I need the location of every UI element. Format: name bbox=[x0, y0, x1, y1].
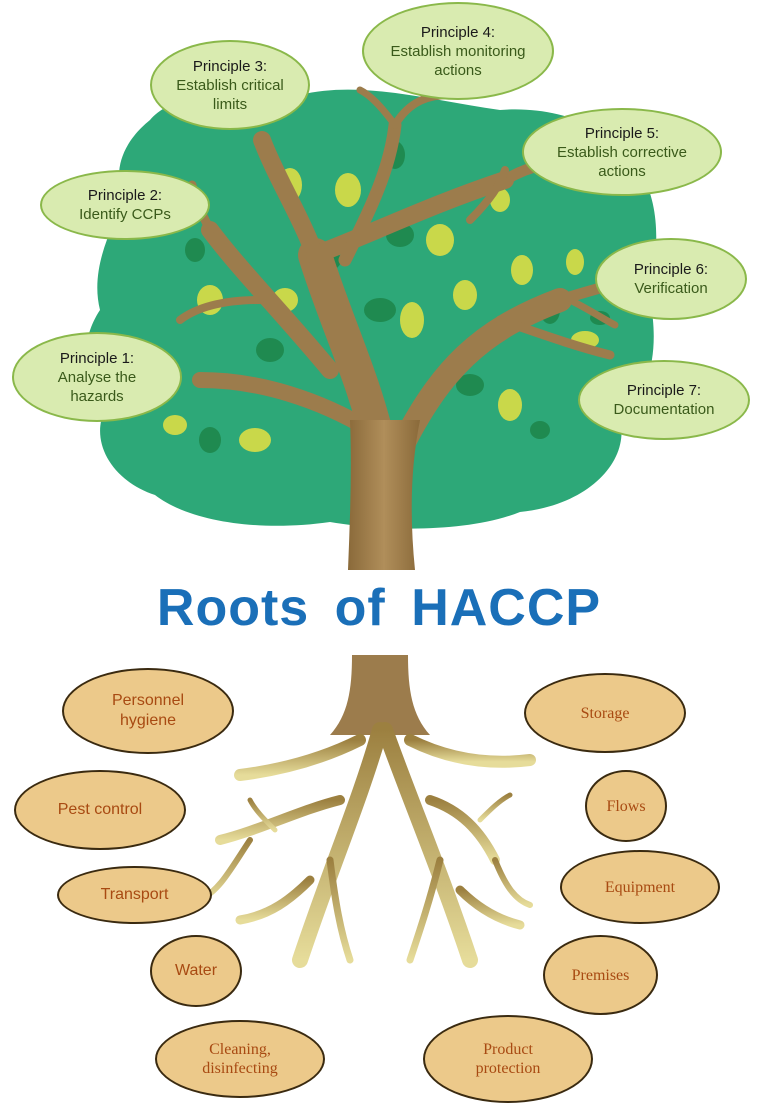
root-transport-label: Transport bbox=[100, 886, 169, 903]
principle-1-oval: Principle 1: Analyse the hazards bbox=[12, 332, 182, 422]
page-title: Roots of HACCP bbox=[156, 579, 602, 637]
root-personnel-hygiene-label: Personnel hygiene bbox=[111, 692, 185, 729]
root-product-protection-label: Product protection bbox=[475, 1041, 541, 1077]
principle-4-heading: Principle 4: bbox=[420, 23, 496, 41]
principle-7-heading: Principle 7: bbox=[626, 382, 702, 399]
trunk bbox=[348, 420, 420, 570]
principle-2-oval: Principle 2: Identify CCPs bbox=[40, 170, 210, 240]
root-transport: Transport bbox=[57, 866, 212, 924]
roots bbox=[197, 722, 536, 968]
root-cleaning-disinfecting-label: Cleaning, disinfecting bbox=[202, 1041, 278, 1077]
principle-7-oval: Principle 7: Documentation bbox=[578, 360, 750, 440]
root-premises-label: Premises bbox=[571, 966, 630, 984]
root-product-protection: Product protection bbox=[423, 1015, 593, 1103]
trunk-lower bbox=[330, 655, 430, 735]
root-personnel-hygiene: Personnel hygiene bbox=[62, 668, 234, 754]
principle-2-text: Identify CCPs bbox=[79, 206, 171, 223]
principle-6-oval: Principle 6: Verification bbox=[595, 238, 747, 320]
principle-6-heading: Principle 6: bbox=[633, 261, 709, 278]
root-water: Water bbox=[150, 935, 242, 1007]
principle-5-oval: Principle 5: Establish corrective action… bbox=[522, 108, 722, 196]
root-equipment: Equipment bbox=[560, 850, 720, 924]
root-storage: Storage bbox=[524, 673, 686, 753]
root-equipment-label: Equipment bbox=[604, 878, 676, 896]
principle-4-oval: Principle 4: Establish monitoring action… bbox=[362, 2, 554, 100]
principle-1-heading: Principle 1: bbox=[59, 349, 135, 367]
root-flows-label: Flows bbox=[606, 797, 646, 815]
principle-3-heading: Principle 3: bbox=[192, 57, 268, 75]
root-pest-control: Pest control bbox=[14, 770, 186, 850]
root-premises: Premises bbox=[543, 935, 658, 1015]
principle-6-text: Verification bbox=[634, 280, 708, 297]
principle-7-text: Documentation bbox=[613, 401, 715, 418]
principle-2-heading: Principle 2: bbox=[87, 187, 163, 204]
root-pest-control-label: Pest control bbox=[57, 801, 143, 818]
root-cleaning-disinfecting: Cleaning, disinfecting bbox=[155, 1020, 325, 1098]
principle-3-oval: Principle 3: Establish critical limits bbox=[150, 40, 310, 130]
principle-5-text: Establish corrective actions bbox=[556, 143, 688, 180]
root-storage-label: Storage bbox=[580, 704, 630, 722]
principle-4-text: Establish monitoring actions bbox=[390, 42, 526, 79]
root-water-label: Water bbox=[174, 962, 218, 979]
principle-3-text: Establish critical limits bbox=[176, 76, 284, 113]
principle-1-text: Analyse the hazards bbox=[57, 368, 137, 405]
principle-5-heading: Principle 5: bbox=[584, 124, 660, 142]
root-flows: Flows bbox=[585, 770, 667, 842]
